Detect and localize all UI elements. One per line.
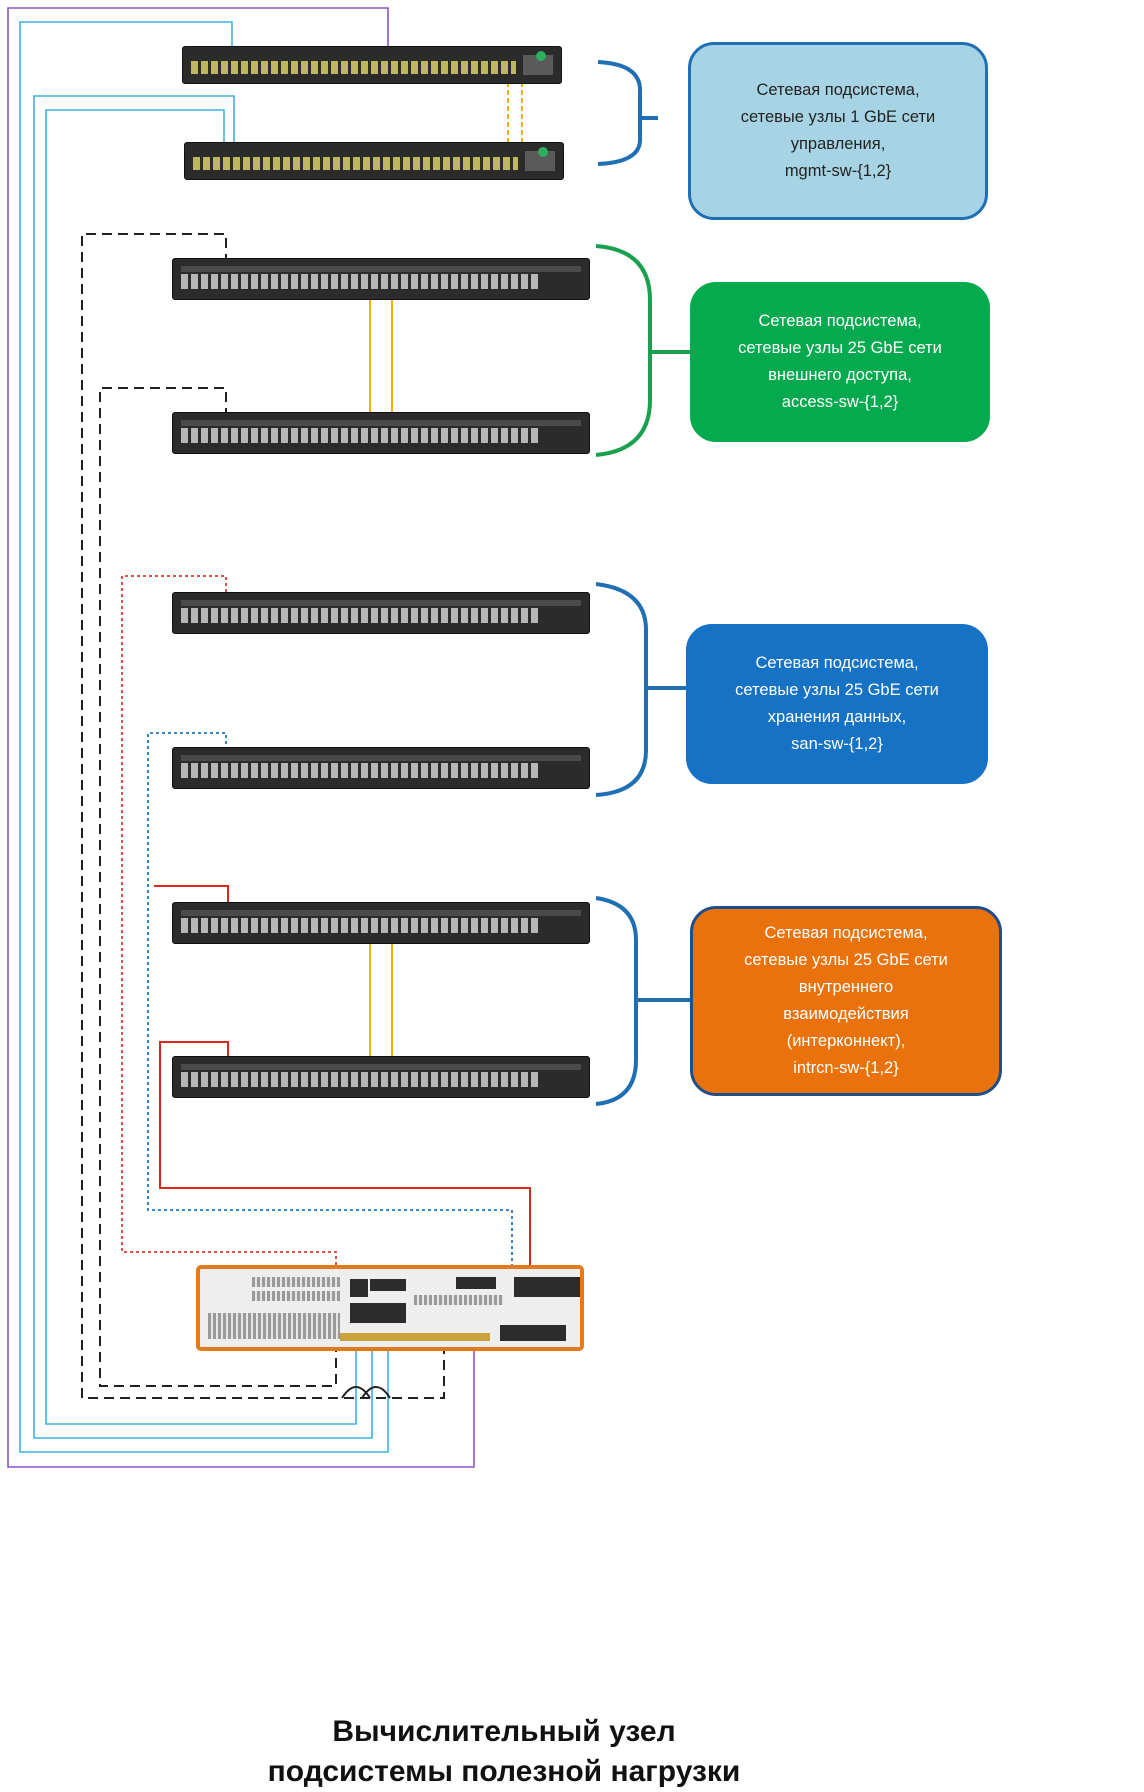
brace-icon <box>595 582 686 797</box>
port-strip <box>340 1333 490 1341</box>
port-block <box>181 763 540 779</box>
mgmt-sw-1 <box>182 46 562 84</box>
group-mgmt-text: Сетевая подсистема, сетевые узлы 1 GbE с… <box>740 81 936 180</box>
group-mgmt: Сетевая подсистема, сетевые узлы 1 GbE с… <box>688 42 988 220</box>
nic-card <box>350 1303 406 1323</box>
access-sw-2 <box>172 412 590 454</box>
mgmt-sw-2 <box>184 142 564 180</box>
label-strip <box>181 1064 581 1070</box>
uplink-ports <box>523 54 554 76</box>
group-access-text: Сетевая подсистема, сетевые узлы 25 GbE … <box>738 312 942 411</box>
intrcn-sw-2 <box>172 1056 590 1098</box>
drive-bay <box>252 1277 340 1287</box>
san-links <box>121 575 513 1276</box>
san-sw-2 <box>172 747 590 789</box>
port-block <box>181 428 540 444</box>
group-intrcn-text: Сетевая подсистема, сетевые узлы 25 GbE … <box>744 924 948 1077</box>
nic-card <box>456 1277 496 1289</box>
port-block <box>192 156 518 171</box>
port-block <box>181 274 540 290</box>
group-san: Сетевая подсистема, сетевые узлы 25 GbE … <box>686 624 988 784</box>
nic-card <box>350 1279 368 1297</box>
drive-bay <box>252 1291 340 1301</box>
group-access: Сетевая подсистема, сетевые узлы 25 GbE … <box>690 282 990 442</box>
status-led-icon <box>535 50 546 61</box>
access-sw-1 <box>172 258 590 300</box>
brace-icon <box>597 60 658 166</box>
mgmt-links <box>7 7 475 1468</box>
label-strip <box>181 266 581 272</box>
brace-icon <box>595 244 690 457</box>
diagram-caption-line2: подсистемы полезной нагрузки <box>267 1755 741 1788</box>
port-block <box>181 1072 540 1088</box>
cable-crossover <box>341 1386 391 1399</box>
access-links <box>81 233 445 1399</box>
group-intrcn: Сетевая подсистема, сетевые узлы 25 GbE … <box>690 906 1002 1096</box>
port-block <box>181 608 540 624</box>
label-strip <box>181 600 581 606</box>
label-strip <box>181 420 581 426</box>
status-led-icon <box>537 146 548 157</box>
nic-card <box>514 1277 580 1297</box>
san-sw-1 <box>172 592 590 634</box>
nic-card <box>370 1279 406 1291</box>
intrcn-sw-1 <box>172 902 590 944</box>
label-strip <box>181 755 581 761</box>
server-icon <box>196 1265 584 1351</box>
uplink-ports <box>525 150 556 172</box>
brace-icon <box>595 896 690 1106</box>
label-strip <box>181 910 581 916</box>
port-block <box>181 918 540 934</box>
psu <box>500 1325 566 1341</box>
port-block <box>190 60 516 75</box>
diagram-caption-line1: Вычислительный узел <box>332 1715 676 1748</box>
network-diagram <box>7 7 690 1468</box>
drive-bay <box>414 1295 504 1305</box>
group-san-text: Сетевая подсистема, сетевые узлы 25 GbE … <box>735 654 939 753</box>
drive-bay <box>208 1313 340 1339</box>
